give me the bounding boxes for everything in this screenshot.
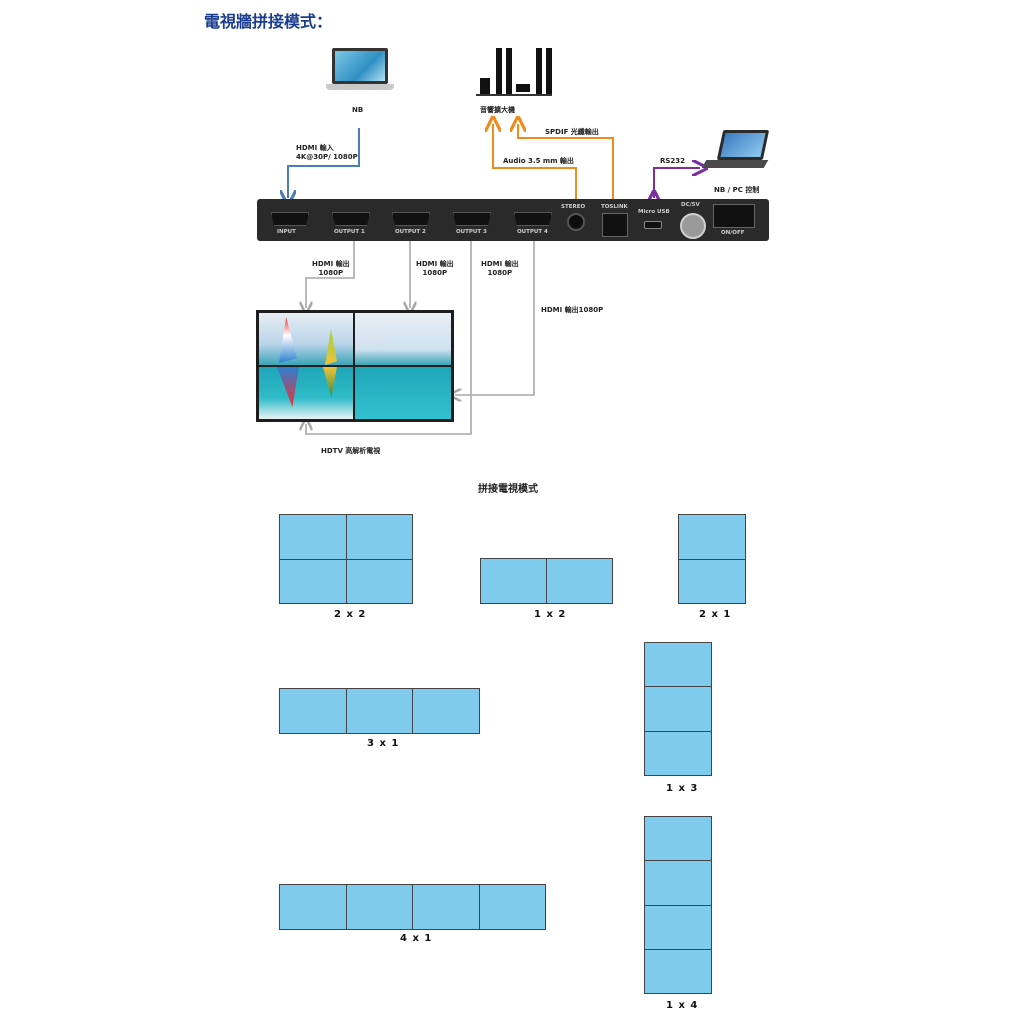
mode-2x2-label: 2 x 2 [334, 609, 367, 620]
tile [280, 689, 346, 733]
output1-port-label: OUTPUT 1 [334, 229, 365, 235]
laptop-icon [326, 48, 394, 96]
speaker-icon [476, 48, 552, 96]
tile [645, 905, 711, 949]
power-switch[interactable] [713, 204, 755, 228]
tile [679, 559, 745, 603]
rs232-line [654, 168, 700, 198]
wall-screen-3 [259, 367, 353, 419]
tile [645, 731, 711, 775]
mode-1x4-label: 1 x 4 [666, 1000, 699, 1011]
tile [346, 559, 412, 603]
tile [346, 885, 412, 929]
dc-jack [680, 213, 706, 239]
tile [645, 949, 711, 993]
tile [280, 515, 346, 559]
output3-port-label: OUTPUT 3 [456, 229, 487, 235]
out2-label: HDMI 輸出 1080P [416, 260, 454, 277]
tile [413, 689, 479, 733]
mode-2x2-grid [279, 514, 413, 604]
spdif-line [518, 124, 614, 200]
wall-screen-4 [355, 367, 451, 419]
hdmi-in-label: HDMI 輸入 4K@30P/ 1080P [296, 144, 358, 161]
mode-1x3-label: 1 x 3 [666, 783, 699, 794]
tile [547, 559, 612, 603]
out1-label: HDMI 輸出 1080P [312, 260, 350, 277]
out4-label: HDMI 輸出1080P [541, 306, 604, 314]
pc-label: NB / PC 控制 [714, 186, 760, 194]
tile [280, 885, 346, 929]
tile [645, 687, 711, 731]
wall-screen-2 [355, 313, 451, 365]
tile [679, 515, 745, 559]
mode-3x1-grid [279, 688, 480, 734]
output3-port [453, 212, 491, 226]
audio-out-label: Audio 3.5 mm 輸出 [503, 157, 574, 165]
output1-port [332, 212, 370, 226]
rs232-label: RS232 [660, 157, 686, 165]
tile [346, 689, 413, 733]
output4-line [455, 236, 535, 395]
out3-label: HDMI 輸出 1080P [481, 260, 519, 277]
tile [481, 559, 546, 603]
speaker-label: 音響擴大機 [480, 106, 515, 114]
tile [645, 643, 711, 687]
tile [280, 559, 346, 603]
video-wall-splitter: INPUT OUTPUT 1 OUTPUT 2 OUTPUT 3 OUTPUT … [257, 199, 769, 241]
hdtv-video-wall [256, 310, 454, 422]
input-port-label: INPUT [277, 229, 296, 235]
nb-label: NB [352, 106, 364, 114]
output3-line [306, 236, 472, 435]
tile [645, 861, 711, 905]
page-title: 電視牆拼接模式： [204, 12, 333, 31]
output4-port [514, 212, 552, 226]
tile [645, 817, 711, 861]
output1-line [306, 236, 355, 308]
stereo-port-label: STEREO [561, 204, 586, 210]
input-port [271, 212, 309, 226]
mode-1x4-grid [644, 816, 712, 994]
mode-4x1-label: 4 x 1 [400, 933, 433, 944]
mode-2x1-grid [678, 514, 746, 604]
dc-port-label: DC/5V [681, 202, 700, 208]
output4-port-label: OUTPUT 4 [517, 229, 548, 235]
spdif-out-label: SPDIF 光纖輸出 [545, 128, 599, 136]
mode-4x1-grid [279, 884, 546, 930]
pc-icon [701, 130, 770, 172]
tile [413, 885, 479, 929]
toslink-port-label: TOSLINK [601, 204, 628, 210]
tile [479, 885, 545, 929]
output2-port-label: OUTPUT 2 [395, 229, 426, 235]
toslink-port [602, 213, 628, 237]
modes-title: 拼接電視模式 [478, 484, 538, 495]
audio-line [493, 124, 577, 200]
hdtv-label: HDTV 高解析電視 [321, 447, 381, 455]
mode-1x2-label: 1 x 2 [534, 609, 567, 620]
tile [346, 515, 412, 559]
onoff-label: ON/OFF [721, 230, 745, 236]
usb-port-label: Micro USB [638, 209, 670, 215]
mode-2x1-label: 2 x 1 [699, 609, 732, 620]
mode-1x2-grid [480, 558, 613, 604]
mode-3x1-label: 3 x 1 [367, 738, 400, 749]
wall-screen-1 [259, 313, 353, 365]
hdmi-input-line [288, 128, 360, 198]
micro-usb-port [644, 221, 662, 229]
mode-1x3-grid [644, 642, 712, 776]
output2-port [392, 212, 430, 226]
stereo-jack [567, 213, 585, 231]
